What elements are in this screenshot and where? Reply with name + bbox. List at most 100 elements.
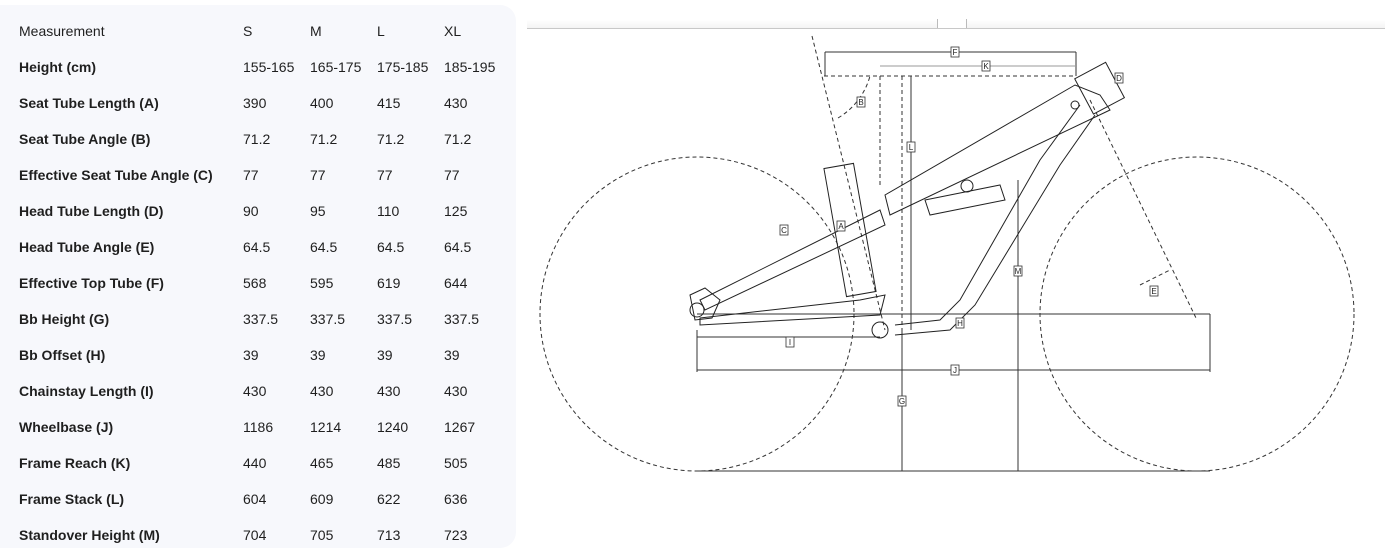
value-size-xl: 125 [444,203,468,219]
value-size-m: 337.5 [310,311,346,327]
value-size-xl: 644 [444,275,468,291]
value-size-s: 604 [243,491,267,507]
value-size-s: 64.5 [243,239,271,255]
measurement-name: Head Tube Angle (E) [19,239,155,255]
measurement-name: Head Tube Length (D) [19,203,164,219]
dim-label-box-h [955,317,965,329]
value-size-xl: 430 [444,95,468,111]
dim-label-c: C [781,226,787,235]
dim-label-box-k [981,60,991,72]
value-size-l: 110 [377,203,400,219]
value-size-l: 77 [377,167,393,183]
table-row: Head Tube Length (D) 90 95 110 125 [19,193,511,229]
measurement-name: Bb Height (G) [19,311,110,327]
value-size-xl: 77 [444,167,460,183]
value-size-m: 71.2 [310,131,338,147]
steering-axis [1089,99,1198,321]
measurement-name: Frame Reach (K) [19,455,131,471]
value-size-m: 465 [310,455,334,471]
value-size-s: 90 [243,203,259,219]
value-size-s: 430 [243,383,267,399]
value-size-s: 39 [243,347,259,363]
measurement-name: Wheelbase (J) [19,419,114,435]
header-size-m: M [310,23,322,39]
value-size-s: 568 [243,275,267,291]
value-size-xl: 1267 [444,419,476,435]
dim-label-box-b [856,96,866,108]
value-size-m: 609 [310,491,334,507]
geometry-table: Measurement S M L XL Height (cm) 155-165 1… [19,13,511,553]
header-size-l: L [377,23,385,39]
dim-label-box-j [950,364,960,376]
geometry-table-panel: Measurement S M L XL Height (cm) 155-165 1… [0,5,516,548]
value-size-l: 622 [377,491,401,507]
dim-label-box-e [1149,285,1159,297]
value-size-s: 440 [243,455,267,471]
value-size-s: 155-165 [243,59,295,75]
value-size-l: 39 [377,347,393,363]
dim-label-k: K [983,62,989,71]
measurement-name: Bb Offset (H) [19,347,106,363]
value-size-m: 595 [310,275,334,291]
measurement-name: Effective Seat Tube Angle (C) [19,167,213,183]
header-size-s: S [243,23,253,39]
value-size-s: 1186 [243,419,274,435]
dim-label-d: D [1116,74,1122,83]
value-size-s: 390 [243,95,267,111]
dim-label-g: G [899,397,905,406]
value-size-xl: 64.5 [444,239,472,255]
measurement-name: Effective Top Tube (F) [19,275,164,291]
dim-label-f: F [953,48,958,57]
value-size-l: 175-185 [377,59,429,75]
dim-label-l: L [909,143,914,152]
dim-label-a: A [838,222,844,231]
value-size-xl: 636 [444,491,468,507]
value-size-l: 713 [377,527,401,543]
table-row: Effective Top Tube (F) 568 595 619 644 [19,265,511,301]
dim-label-e: E [1151,287,1156,296]
dim-label-h: H [957,319,963,328]
value-size-s: 71.2 [243,131,271,147]
value-size-l: 1240 [377,419,409,435]
diagram-toolbar [527,0,1385,29]
value-size-l: 64.5 [377,239,405,255]
toolbar-tab[interactable] [937,19,967,28]
measurement-name: Chainstay Length (I) [19,383,154,399]
header-size-xl: XL [444,23,462,39]
value-size-m: 77 [310,167,326,183]
value-size-l: 337.5 [377,311,413,327]
value-size-xl: 39 [444,347,460,363]
value-size-l: 619 [377,275,401,291]
dim-label-box-f [950,46,960,58]
measurement-name: Seat Tube Angle (B) [19,131,151,147]
table-header-row: Measurement S M L XL [19,13,511,49]
value-size-s: 337.5 [243,311,279,327]
value-size-m: 64.5 [310,239,338,255]
dim-label-box-a [836,220,846,232]
value-size-m: 165-175 [310,59,362,75]
value-size-m: 1214 [310,419,342,435]
value-size-l: 485 [377,455,401,471]
dim-label-box-c [779,224,789,236]
table-row: Wheelbase (J) 1186 1214 1240 1267 [19,409,511,445]
dim-label-box-d [1114,72,1124,84]
measurement-name: Height (cm) [19,59,96,75]
value-size-m: 39 [310,347,326,363]
seat-tube-axis [811,35,886,331]
dim-label-i: I [789,338,791,347]
dim-label-box-m [1013,265,1023,277]
value-size-m: 400 [310,95,334,111]
value-size-m: 430 [310,383,334,399]
value-size-m: 95 [310,203,326,219]
value-size-m: 705 [310,527,334,543]
value-size-l: 415 [377,95,401,111]
